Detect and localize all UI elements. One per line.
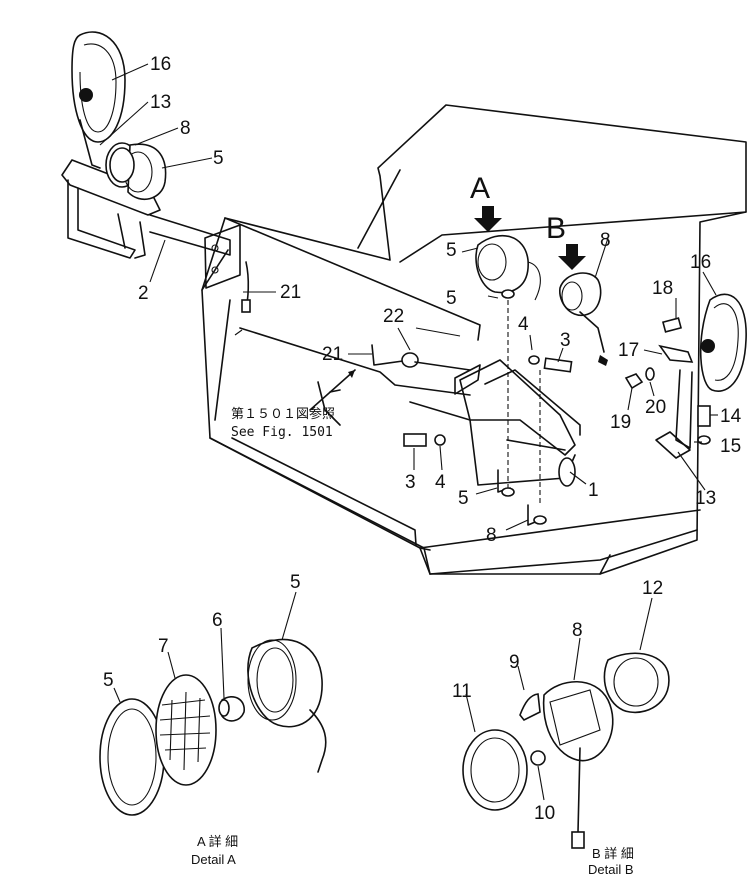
callout-21: 21 bbox=[280, 282, 301, 303]
arrow-b-icon bbox=[558, 244, 586, 270]
callout-13: 13 bbox=[150, 92, 171, 113]
detail-b-caption-jp: B 詳 細 bbox=[592, 846, 634, 861]
callout-16: 16 bbox=[150, 54, 171, 75]
callout-5: 5 bbox=[446, 288, 457, 309]
callout-12: 12 bbox=[642, 578, 663, 599]
callout-19: 19 bbox=[610, 412, 631, 433]
callout-15: 15 bbox=[720, 436, 741, 457]
callout-21: 21 bbox=[322, 344, 343, 365]
callout-17: 17 bbox=[618, 340, 639, 361]
callout-5: 5 bbox=[290, 572, 301, 593]
detail-b-drawing bbox=[462, 652, 670, 849]
callout-13: 13 bbox=[695, 488, 716, 509]
callout-1: 1 bbox=[588, 480, 599, 501]
front-left-assembly bbox=[61, 31, 241, 289]
callout-4: 4 bbox=[518, 314, 529, 335]
reference-note-en: See Fig. 1501 bbox=[231, 425, 333, 440]
view-label-b: B bbox=[546, 212, 566, 245]
callout-3: 3 bbox=[560, 330, 571, 351]
detail-a-drawing bbox=[99, 638, 327, 816]
detail-a-caption-jp: A 詳 細 bbox=[197, 834, 238, 849]
leader-lines bbox=[99, 63, 718, 801]
callout-9: 9 bbox=[509, 652, 520, 673]
reference-note-jp: 第１５０１図参照 bbox=[231, 406, 335, 422]
callout-5: 5 bbox=[446, 240, 457, 261]
callout-16: 16 bbox=[690, 252, 711, 273]
callout-5: 5 bbox=[213, 148, 224, 169]
detail-a-caption-en: Detail A bbox=[191, 852, 236, 867]
detail-captions: A 詳 細 Detail A B 詳 細 Detail B bbox=[191, 834, 634, 876]
rear-lamp-group bbox=[403, 206, 747, 525]
view-label-a: A bbox=[470, 172, 490, 205]
machine-body bbox=[201, 104, 747, 575]
callout-numbers: 16 13 8 5 2 21 5 5 8 16 18 17 22 21 4 3 … bbox=[103, 54, 742, 824]
callout-22: 22 bbox=[383, 306, 404, 327]
callout-5: 5 bbox=[103, 670, 114, 691]
callout-8: 8 bbox=[180, 118, 191, 139]
callout-14: 14 bbox=[720, 406, 742, 427]
callout-11: 11 bbox=[452, 681, 472, 702]
callout-8: 8 bbox=[486, 525, 497, 546]
callout-5: 5 bbox=[458, 488, 469, 509]
wiring-and-bracket bbox=[234, 261, 581, 526]
callout-2: 2 bbox=[138, 283, 149, 304]
arrow-a-icon bbox=[474, 206, 502, 232]
callout-18: 18 bbox=[652, 278, 673, 299]
callout-8: 8 bbox=[600, 230, 611, 251]
reference-note: 第１５０１図参照 See Fig. 1501 bbox=[231, 406, 335, 440]
callout-10: 10 bbox=[534, 803, 555, 824]
callout-6: 6 bbox=[212, 610, 223, 631]
detail-b-caption-en: Detail B bbox=[588, 862, 634, 876]
callout-4: 4 bbox=[435, 472, 446, 493]
callout-20: 20 bbox=[645, 397, 666, 418]
callout-7: 7 bbox=[158, 636, 169, 657]
callout-8: 8 bbox=[572, 620, 583, 641]
callout-3: 3 bbox=[405, 472, 416, 493]
